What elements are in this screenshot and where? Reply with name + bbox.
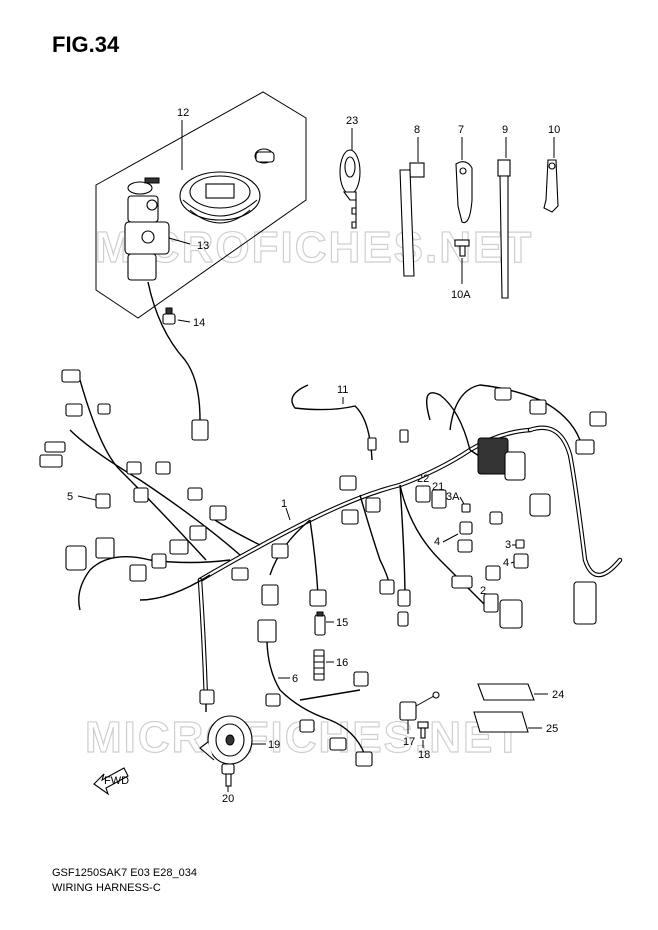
callout-4b: 4 [503, 557, 509, 569]
model-code: GSF1250SAK7 E03 E28_034 [52, 867, 197, 879]
clamp-10 [543, 159, 559, 213]
connector-set-center [309, 429, 411, 627]
key-23 [339, 149, 361, 229]
callout-2: 2 [480, 585, 486, 597]
relay-17 [399, 691, 440, 721]
connector-set-left [39, 369, 289, 705]
fwd-arrow-icon: FWD [93, 767, 129, 796]
lock-cylinder [254, 148, 275, 164]
callout-20: 20 [222, 793, 234, 805]
connector-set-right [415, 387, 607, 629]
bolt-18 [417, 721, 429, 739]
callout-23: 23 [346, 115, 358, 127]
ignition-switch [124, 177, 170, 281]
bolt-10A [454, 239, 470, 257]
diagram-title: WIRING HARNESS-C [52, 882, 161, 894]
switch-15 [314, 611, 326, 636]
callout-24: 24 [552, 689, 564, 701]
callout-7: 7 [458, 124, 464, 136]
callout-22: 22 [417, 473, 429, 485]
callout-14: 14 [193, 317, 205, 329]
callout-1: 1 [281, 498, 287, 510]
callout-3: 3 [505, 539, 511, 551]
callout-21: 21 [432, 481, 444, 493]
sub-harness-6 [257, 619, 373, 767]
callout-16: 16 [336, 657, 348, 669]
callout-12: 12 [177, 107, 189, 119]
callout-17: 17 [403, 736, 415, 748]
figure-label: FIG.34 [52, 32, 120, 57]
callout-13: 13 [197, 240, 209, 252]
main-wiring-harness [197, 425, 623, 703]
callout-10: 10 [548, 124, 560, 136]
callout-19: 19 [268, 739, 280, 751]
callout-10A: 10A [451, 289, 471, 301]
ignition-connector [191, 419, 209, 441]
tie-9 [497, 159, 511, 299]
callout-18: 18 [418, 749, 430, 761]
callout-8: 8 [414, 124, 420, 136]
callout-15: 15 [336, 617, 348, 629]
fwd-label: FWD [104, 775, 129, 787]
callout-9: 9 [502, 124, 508, 136]
ignition-switch-set-box [95, 91, 307, 319]
pad-24 [477, 683, 535, 701]
clamp-7 [455, 161, 473, 224]
horn-19 [199, 715, 253, 765]
fuel-cap-lock [179, 171, 261, 224]
pad-25 [473, 711, 529, 733]
callout-11: 11 [337, 384, 348, 396]
callout-4a: 4 [434, 536, 440, 548]
callout-25: 25 [546, 723, 558, 735]
callout-5: 5 [67, 491, 73, 503]
callout-3A: 3A [446, 491, 460, 503]
callout-6: 6 [292, 673, 298, 685]
switch-16 [313, 649, 325, 681]
clamp-8 [399, 162, 425, 277]
bolt-20 [221, 763, 235, 787]
screw-14 [162, 307, 176, 325]
